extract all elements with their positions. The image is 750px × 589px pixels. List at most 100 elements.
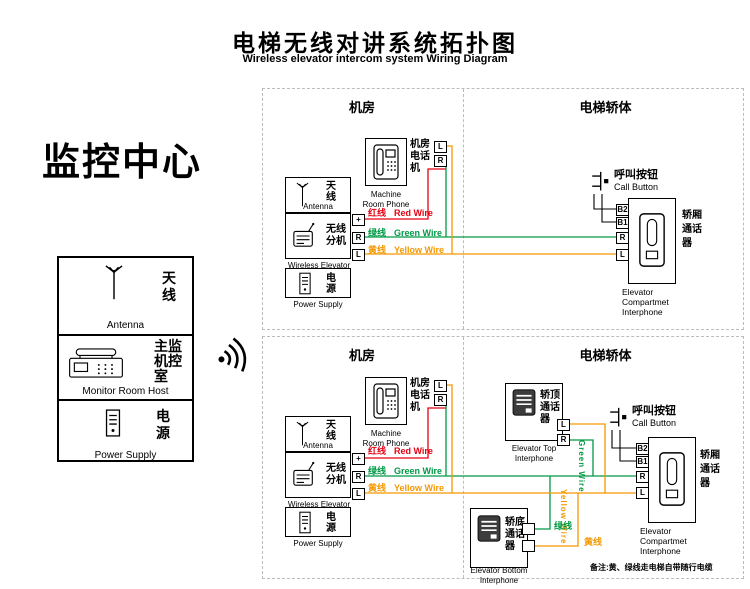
terminal-R: R [434, 155, 447, 167]
terminal-B1: B1 [636, 456, 649, 468]
diagram-panel-top [262, 88, 744, 330]
machine-room-phone-label-zh: 机房 电话 机 [410, 139, 430, 174]
compartment-interphone-box [628, 198, 676, 284]
terminal-plus: + [352, 453, 365, 465]
wireless-elevator-label-en: Wireless Elevator [287, 261, 351, 270]
monitor-power-label-en: Power Supply [94, 450, 157, 461]
call-button-label-zh: 呼叫按钮 [632, 405, 676, 417]
terminal-R: R [616, 232, 629, 244]
machine-room-label-bottom: 机房 [348, 348, 375, 363]
antenna-label-zh: 天 线 [326, 420, 336, 442]
power-supply-icon [299, 272, 311, 295]
red-wire-paths [364, 168, 446, 459]
power-supply-label-en: Power Supply [293, 539, 343, 548]
monitor-antenna-row: 天 线 Antenna [59, 258, 192, 334]
page-title: 电梯无线对讲系统拓扑图 [232, 30, 518, 56]
speaker-icon [477, 515, 501, 542]
green-wire-tag: 绿线 [554, 521, 573, 531]
wireless-elevator-box: 无线 分机 [285, 452, 351, 498]
terminal-green-wire [522, 523, 535, 535]
call-button-label-en: Call Button [614, 182, 659, 192]
elevator-top-interphone-box: 轿顶 通话 器 [505, 383, 563, 441]
antenna-label-zh: 天 线 [326, 181, 336, 203]
power-supply-label-zh: 电 源 [326, 273, 336, 295]
elevator-bottom-interphone-label-zh: 轿底 通话 器 [505, 517, 525, 552]
terminal-L: L [557, 419, 570, 431]
compartment-interphone-label-en: Elevator Compartmet Interphone [622, 287, 669, 317]
call-button-label-en: Call Button [632, 418, 677, 428]
wireless-elevator-box: 无线 分机 [285, 213, 351, 259]
power-supply-icon [105, 409, 121, 437]
monitor-power-label-zh: 电 源 [156, 408, 170, 441]
interphone-handset-icon [658, 451, 686, 507]
terminal-L: L [616, 249, 629, 261]
terminal-R: R [352, 471, 365, 483]
terminal-B2: B2 [636, 443, 649, 455]
wireless-elevator-label-en: Wireless Elevator [287, 500, 351, 509]
terminal-R: R [636, 471, 649, 483]
call-button-icon [588, 170, 610, 194]
power-supply-label-en: Power Supply [293, 300, 343, 309]
wireless-unit-icon [292, 222, 316, 250]
elevator-body-label-top: 电梯轿体 [579, 100, 632, 115]
terminal-B1: B1 [616, 217, 629, 229]
green-wire-vertical-label: Green Wire [577, 440, 586, 493]
terminal-plus: + [352, 214, 365, 226]
monitor-host-row: 主监 机控 室 Monitor Room Host [59, 334, 192, 399]
antenna-label-en: Antenna [303, 201, 333, 211]
compartment-interphone-label-zh: 轿厢 通话 器 [700, 450, 720, 489]
wireless-elevator-label-zh: 无线 分机 [326, 463, 346, 486]
elevator-top-interphone-label-en: Elevator Top Interphone [511, 444, 557, 463]
machine-room-phone-label-zh: 机房 电话 机 [410, 378, 430, 413]
monitor-center-heading: 监控中心 [42, 142, 203, 184]
elevator-top-interphone-label-zh: 轿顶 通话 器 [540, 390, 560, 425]
wireless-unit-icon [292, 461, 316, 489]
power-supply-box: 电 源 [285, 507, 351, 537]
terminal-R: R [557, 434, 570, 446]
power-supply-icon [299, 511, 311, 534]
speaker-icon [512, 389, 536, 416]
diagram-panel-bottom [262, 336, 744, 579]
terminal-yellow-wire [522, 540, 535, 552]
antenna-icon [103, 265, 125, 301]
terminal-L: L [352, 488, 365, 500]
elevator-bottom-interphone-label-en: Elevator Bottom Interphone [470, 566, 528, 585]
compartment-interphone-box [648, 437, 696, 523]
monitor-antenna-label-en: Antenna [106, 320, 145, 331]
monitor-center-panel: 天 线 Antenna 主监 机控 室 Monitor Room Host 电 … [57, 256, 194, 462]
terminal-B2: B2 [616, 204, 629, 216]
call-button-icon [606, 406, 628, 430]
power-supply-box: 电 源 [285, 268, 351, 298]
terminal-R: R [434, 394, 447, 406]
antenna-box: 天 线 Antenna [285, 177, 351, 213]
wall-phone-icon [373, 383, 399, 419]
compartment-interphone-label-zh: 轿厢 通话 器 [682, 210, 702, 249]
call-button-wire-paths [593, 194, 636, 462]
terminal-L: L [434, 141, 447, 153]
compartment-interphone-label-en: Elevator Compartmet Interphone [640, 526, 687, 556]
wireless-elevator-label-zh: 无线 分机 [326, 224, 346, 247]
terminal-L: L [636, 487, 649, 499]
power-supply-label-zh: 电 源 [326, 512, 336, 534]
call-button-label-zh: 呼叫按钮 [614, 169, 658, 181]
terminal-R: R [352, 232, 365, 244]
panel-divider [463, 89, 464, 329]
antenna-label-en: Antenna [303, 440, 333, 450]
wall-phone-icon [373, 144, 399, 180]
monitor-antenna-label-zh: 天 线 [162, 270, 176, 303]
footnote: 备注:黄、绿线走电梯自带随行电缆 [590, 563, 713, 572]
monitor-power-row: 电 源 Power Supply [59, 399, 192, 464]
terminal-L: L [352, 249, 365, 261]
page-subtitle: Wireless elevator intercom system Wiring… [242, 53, 508, 65]
machine-room-phone-box [365, 377, 407, 425]
machine-room-phone-label-en: Machine Room Phone [362, 429, 410, 448]
antenna-box: 天 线 Antenna [285, 416, 351, 452]
